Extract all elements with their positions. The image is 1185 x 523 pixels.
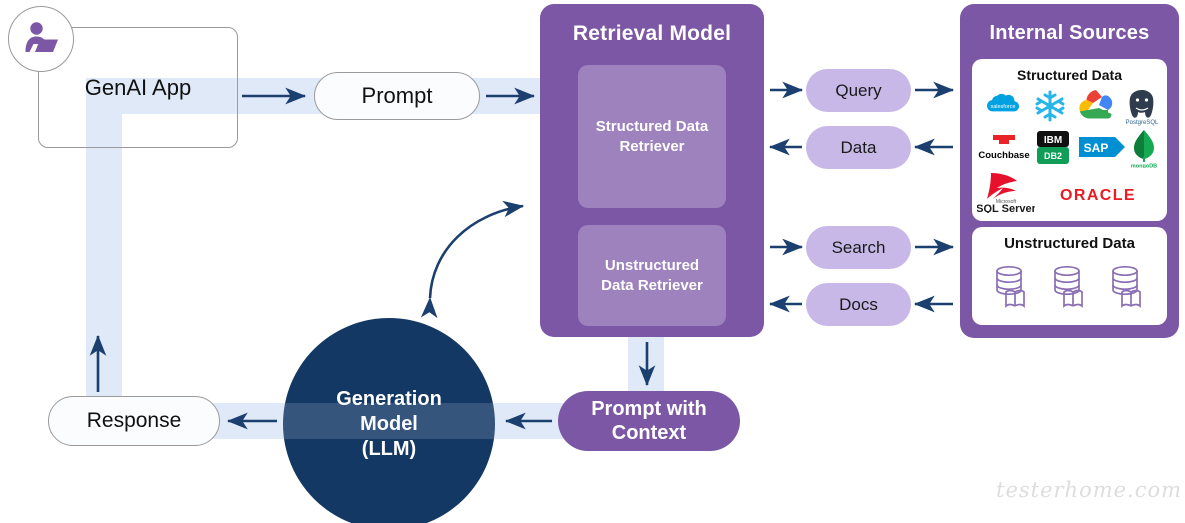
response-pill[interactable]: Response (48, 396, 220, 446)
svg-text:salesforce: salesforce (990, 104, 1015, 110)
unstructured-retriever-line1: Unstructured (604, 257, 700, 275)
generation-model-circle[interactable]: Generation Model (LLM) (283, 318, 495, 523)
prompt-label: Prompt (361, 83, 433, 108)
structured-retriever-line1: Structured Data (595, 118, 709, 136)
data-pill[interactable]: Data (806, 126, 911, 169)
unstructured-data-retriever-box[interactable]: Unstructured Data Retriever (578, 225, 726, 326)
svg-text:SAP: SAP (1084, 141, 1109, 155)
mongodb-logo: mongoDB (1124, 127, 1164, 169)
generation-model-line3: (LLM) (361, 437, 417, 460)
structured-data-card[interactable]: Structured Data salesforce (972, 59, 1167, 221)
query-pill[interactable]: Query (806, 69, 911, 112)
avatar (8, 6, 74, 72)
couchbase-logo: Couchbase (976, 131, 1032, 165)
query-label: Query (835, 80, 882, 100)
arrow-generation-retrieval-curve (420, 200, 525, 319)
genai-app-label: GenAI App (84, 74, 192, 100)
ibm-db2-logo: IBM DB2 (1034, 129, 1072, 167)
internal-sources-title: Internal Sources (989, 22, 1150, 44)
microsoft-sql-server-logo: Microsoft SQL Server (976, 170, 1036, 214)
svg-text:Couchbase: Couchbase (978, 150, 1029, 161)
docs-label: Docs (839, 294, 878, 314)
database-document-icon (1048, 261, 1100, 313)
watermark: testerhome.com (996, 478, 1183, 502)
prompt-with-context-line1: Prompt with (591, 398, 707, 420)
structured-retriever-line2: Retriever (619, 137, 685, 155)
svg-text:mongoDB: mongoDB (1131, 164, 1157, 169)
salesforce-logo: salesforce (980, 89, 1026, 123)
oracle-logo: ORACLE (1050, 181, 1146, 207)
sap-logo: SAP (1078, 133, 1126, 161)
svg-text:ORACLE: ORACLE (1060, 187, 1136, 204)
svg-text:Microsoft: Microsoft (996, 199, 1017, 205)
database-document-icon (990, 261, 1042, 313)
prompt-with-context-line2: Context (611, 422, 687, 444)
snowflake-logo (1030, 87, 1070, 125)
flow-band-left (86, 78, 122, 428)
generation-model-line1: Generation (336, 387, 442, 410)
structured-data-retriever-box[interactable]: Structured Data Retriever (578, 65, 726, 208)
svg-text:SQL Server: SQL Server (977, 203, 1035, 213)
svg-text:PostgreSQL: PostgreSQL (1126, 120, 1159, 126)
svg-text:IBM: IBM (1044, 135, 1062, 146)
unstructured-data-card[interactable]: Unstructured Data (972, 227, 1167, 325)
user-with-laptop-icon (25, 22, 58, 52)
docs-pill[interactable]: Docs (806, 283, 911, 326)
svg-text:DB2: DB2 (1044, 151, 1062, 161)
unstructured-data-title: Unstructured Data (1004, 235, 1135, 252)
data-label: Data (840, 137, 877, 157)
response-label: Response (86, 409, 182, 432)
search-pill[interactable]: Search (806, 226, 911, 269)
retrieval-model-panel[interactable]: Retrieval Model Structured Data Retrieve… (540, 4, 764, 337)
retrieval-model-title: Retrieval Model (572, 22, 732, 45)
genai-app-box[interactable]: GenAI App (38, 27, 238, 148)
database-document-icon (1106, 261, 1158, 313)
internal-sources-panel[interactable]: Internal Sources Structured Data salesfo… (960, 4, 1179, 338)
generation-model-line2: Model (360, 412, 418, 435)
structured-data-title: Structured Data (1016, 67, 1123, 83)
postgresql-logo: PostgreSQL (1120, 84, 1164, 128)
search-label: Search (831, 237, 886, 257)
google-cloud-logo (1073, 87, 1119, 125)
prompt-with-context-pill[interactable]: Prompt with Context (558, 391, 740, 451)
unstructured-retriever-line2: Data Retriever (601, 276, 703, 294)
prompt-pill[interactable]: Prompt (314, 72, 480, 120)
